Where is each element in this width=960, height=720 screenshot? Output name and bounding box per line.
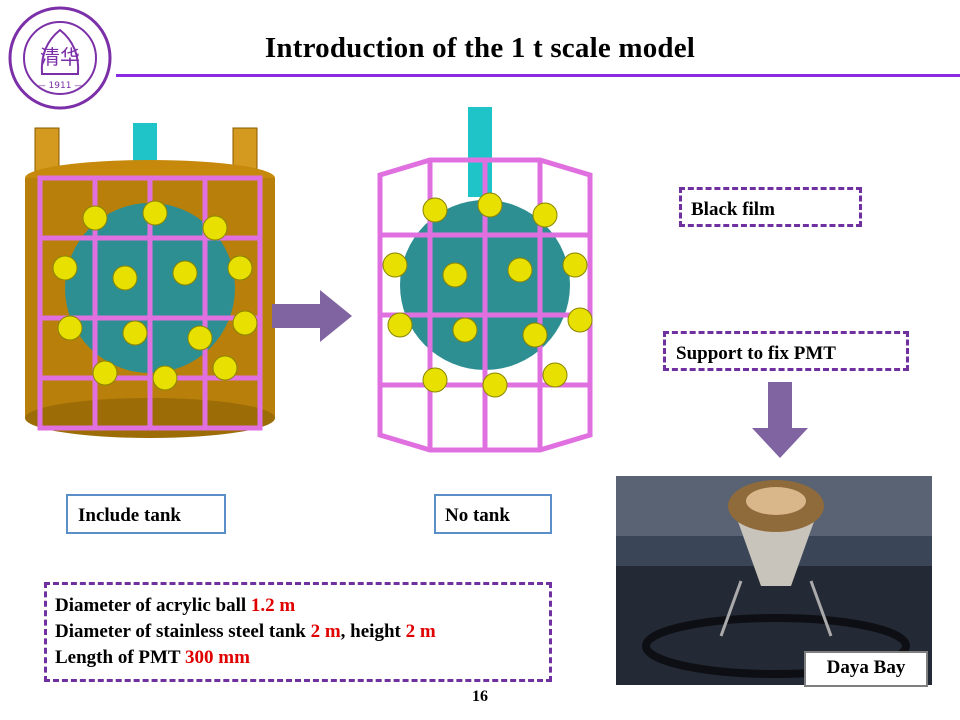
tank-height-value: 2 m — [405, 621, 436, 642]
model-no-tank-image — [377, 107, 593, 453]
spec-line-ball: Diameter of acrylic ball 1.2 m — [55, 595, 296, 616]
spec-line-pmt: Length of PMT 300 mm — [55, 647, 250, 668]
logo-year: 1911 — [49, 81, 72, 91]
page-number: 16 — [472, 688, 488, 705]
spec-line-tank: Diameter of stainless steel tank 2 m, he… — [55, 621, 436, 642]
logo-chars: 清华 — [40, 45, 80, 69]
model-with-tank-image — [25, 123, 275, 438]
daya-bay-photo — [616, 476, 932, 685]
support-callout: Support to fix PMT — [663, 331, 909, 371]
include-tank-label-box: Include tank — [66, 494, 226, 534]
tsinghua-logo: 清华 — 1911 — — [8, 6, 112, 110]
daya-bay-label: Daya Bay — [804, 651, 928, 687]
down-arrow-icon — [752, 382, 808, 458]
tank-diameter-value: 2 m — [310, 621, 341, 642]
specs-callout: Diameter of acrylic ball 1.2 m Diameter … — [44, 582, 552, 682]
include-tank-label: Include tank — [78, 505, 181, 526]
title-divider — [116, 74, 960, 77]
right-arrow-icon — [272, 290, 352, 342]
no-tank-label-box: No tank — [434, 494, 552, 534]
black-film-callout: Black film — [679, 187, 862, 227]
pmt-length-value: 300 mm — [185, 647, 250, 668]
ball-diameter-value: 1.2 m — [250, 595, 296, 616]
page-title: Introduction of the 1 t scale model — [264, 32, 696, 64]
svg-text:— 1911 —: — 1911 — — [37, 81, 84, 91]
no-tank-label: No tank — [445, 505, 510, 526]
black-film-label: Black film — [691, 199, 775, 220]
support-label: Support to fix PMT — [676, 343, 836, 364]
